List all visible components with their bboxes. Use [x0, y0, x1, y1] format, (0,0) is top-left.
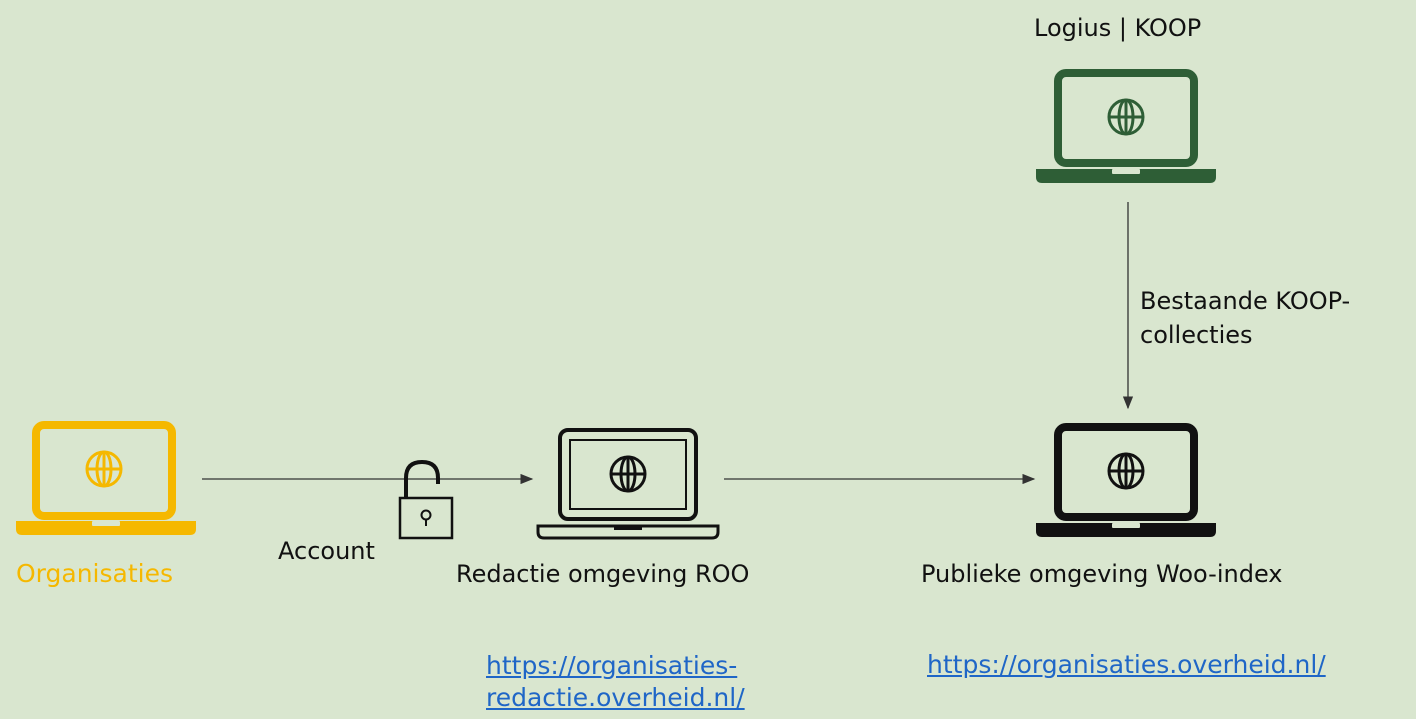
koop-collecties-label-line2: collecties — [1140, 321, 1253, 349]
account-label: Account — [278, 537, 375, 565]
padlock-icon — [398, 459, 454, 540]
woo-label: Publieke omgeving Woo-index — [921, 560, 1283, 588]
roo-url-link[interactable]: https://organisaties- redactie.overheid.… — [486, 650, 745, 714]
organisaties-label: Organisaties — [16, 559, 173, 588]
laptop-globe-icon-roo — [536, 428, 720, 540]
koop-label: Logius | KOOP — [1034, 14, 1202, 42]
laptop-globe-icon-woo — [1036, 423, 1216, 537]
roo-url-line1[interactable]: https://organisaties- — [486, 651, 738, 680]
laptop-globe-icon-organisaties — [16, 421, 196, 535]
laptop-globe-icon-koop — [1036, 69, 1216, 183]
roo-label: Redactie omgeving ROO — [456, 560, 750, 588]
koop-collecties-label-line1: Bestaande KOOP- — [1140, 287, 1351, 315]
woo-url-link[interactable]: https://organisaties.overheid.nl/ — [927, 650, 1326, 679]
roo-url-line2[interactable]: redactie.overheid.nl/ — [486, 683, 745, 712]
